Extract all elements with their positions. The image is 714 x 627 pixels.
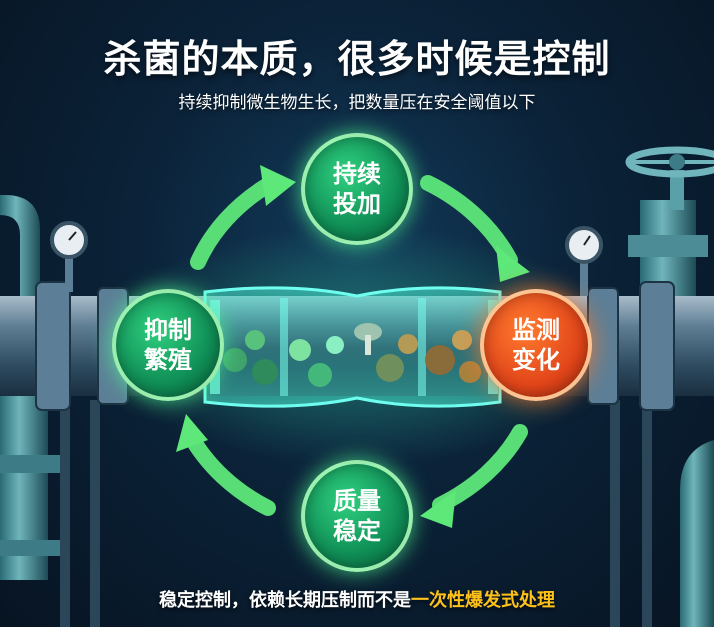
caption-normal: 稳定控制，依赖长期压制而不是 [159, 590, 411, 611]
node-label-line1: 监测 [512, 316, 560, 344]
node-label-line1: 持续 [333, 160, 381, 188]
left-pipe-structure [0, 195, 100, 627]
microbe-colonies [223, 323, 481, 387]
node-label-line1: 质量 [333, 487, 381, 515]
cycle-node-monitor-change: 监测 变化 [480, 289, 592, 401]
page-title: 杀菌的本质，很多时候是控制 [103, 37, 611, 81]
caption-highlight: 一次性爆发式处理 [411, 590, 555, 611]
footer-caption: 稳定控制，依赖长期压制而不是一次性爆发式处理 [0, 586, 714, 612]
node-label-line1: 抑制 [144, 316, 192, 344]
node-label-line2: 繁殖 [144, 346, 192, 374]
pressure-gauge-icon [50, 221, 603, 296]
node-label-line2: 投加 [333, 190, 381, 218]
page-subtitle: 持续抑制微生物生长，把数量压在安全阈值以下 [178, 93, 536, 113]
node-label-line2: 变化 [512, 346, 560, 374]
node-label-line2: 稳定 [333, 517, 381, 545]
cycle-node-stable-quality: 质量 稳定 [301, 460, 413, 572]
cycle-node-continuous-dosing: 持续 投加 [301, 133, 413, 245]
arrow-heads [176, 165, 530, 528]
valve-wheel-icon [625, 146, 714, 178]
cycle-node-inhibit-growth: 抑制 繁殖 [112, 289, 224, 401]
